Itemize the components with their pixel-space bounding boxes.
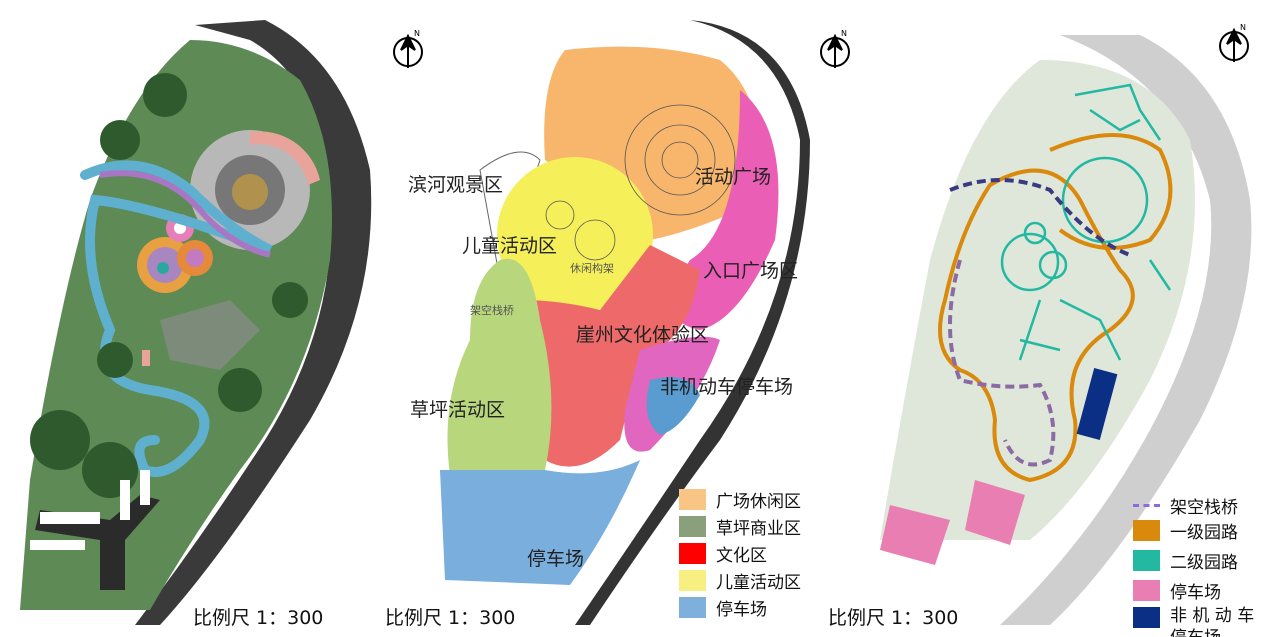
zone-label-culture: 崖州文化体验区 — [576, 324, 710, 346]
legend-swatch — [679, 597, 706, 618]
zone-label-plaza: 活动广场 — [695, 166, 772, 188]
legend-item: 一级园路 — [1133, 515, 1266, 545]
scale-label: 比例尺 1：300 — [385, 607, 516, 629]
circulation-legend: 架空栈桥 一级园路 二级园路 停车场 非 机 动 车停车场 — [1133, 495, 1266, 637]
zone-label-children: 儿童活动区 — [462, 235, 558, 257]
north-arrow-icon: N — [393, 29, 423, 68]
legend-item: 文化区 — [679, 540, 801, 567]
north-arrow-icon: N — [820, 29, 850, 68]
legend-item: 非 机 动 车停车场 — [1133, 605, 1266, 637]
legend-swatch — [1133, 503, 1160, 507]
zone-label-riverside: 滨河观景区 — [408, 174, 504, 196]
legend-label: 儿童活动区 — [716, 573, 801, 593]
zone-label-lawn: 草坪活动区 — [410, 399, 506, 421]
scale-label: 比例尺 1：300 — [193, 607, 324, 629]
legend-label: 停车场 — [1170, 582, 1221, 603]
middle-zoning-plan — [440, 20, 810, 625]
legend-swatch — [1133, 607, 1160, 628]
zone-label-entrance: 入口广场区 — [703, 260, 799, 282]
legend-swatch — [1133, 519, 1160, 541]
legend-label: 一级园路 — [1170, 522, 1238, 543]
legend-label: 文化区 — [716, 546, 767, 566]
legend-item: 停车场 — [1133, 575, 1266, 605]
right-circulation-plan — [880, 35, 1252, 625]
svg-text:N: N — [841, 29, 847, 38]
zone-label-pergola: 休闲构架 — [570, 262, 614, 275]
legend-label: 架空栈桥 — [1170, 497, 1238, 518]
legend-swatch — [679, 489, 706, 510]
legend-item: 停车场 — [679, 594, 801, 621]
scale-label: 比例尺 1：300 — [828, 607, 959, 629]
legend-label: 草坪商业区 — [716, 519, 801, 539]
legend-item: 广场休闲区 — [679, 486, 801, 513]
zoning-legend: 广场休闲区 草坪商业区 文化区 儿童活动区 停车场 — [679, 486, 801, 621]
legend-label: 非 机 动 车停车场 — [1170, 606, 1255, 637]
legend-item: 草坪商业区 — [679, 513, 801, 540]
legend-swatch — [679, 543, 706, 564]
legend-item: 二级园路 — [1133, 545, 1266, 575]
legend-swatch — [679, 570, 706, 591]
north-arrow-icon: N — [1219, 23, 1249, 62]
legend-label: 二级园路 — [1170, 552, 1238, 573]
svg-text:N: N — [414, 29, 420, 38]
svg-text:N: N — [1240, 23, 1246, 32]
legend-item: 架空栈桥 — [1133, 495, 1266, 518]
legend-swatch — [1133, 549, 1160, 571]
legend-item: 儿童活动区 — [679, 567, 801, 594]
zone-label-parking: 停车场 — [527, 548, 585, 570]
legend-swatch — [1133, 579, 1160, 601]
zone-label-boardwalk: 架空栈桥 — [470, 304, 514, 317]
legend-label: 广场休闲区 — [716, 492, 801, 512]
legend-swatch — [679, 516, 706, 537]
left-site-plan — [20, 20, 372, 625]
zone-label-bike-parking: 非机动车停车场 — [660, 376, 794, 398]
legend-label: 停车场 — [716, 600, 767, 620]
